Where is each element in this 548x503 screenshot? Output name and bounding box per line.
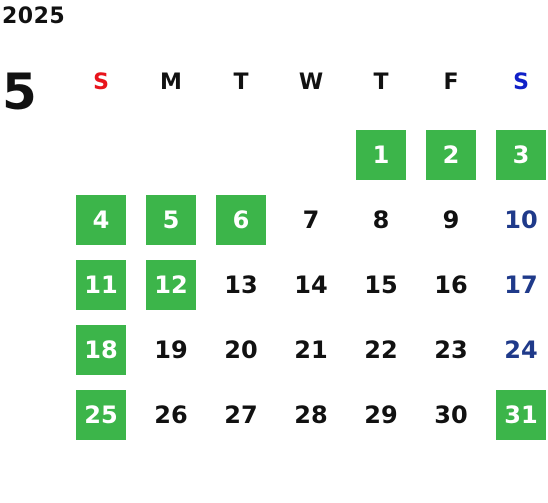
day-19[interactable]: 19 xyxy=(154,335,188,364)
day-cell: 20 xyxy=(206,317,276,382)
day-13[interactable]: 13 xyxy=(224,270,258,299)
day-23[interactable]: 23 xyxy=(434,335,468,364)
day-cell: 15 xyxy=(346,252,416,317)
day-cell: 3 xyxy=(486,122,548,187)
weekday-wednesday: W xyxy=(298,69,324,95)
day-10[interactable]: 10 xyxy=(504,205,538,234)
day-cell: 23 xyxy=(416,317,486,382)
weekday-sunday: S xyxy=(93,69,109,95)
day-11[interactable]: 11 xyxy=(76,259,126,310)
calendar-month: 5 xyxy=(2,63,37,121)
day-25[interactable]: 25 xyxy=(76,389,126,440)
day-31[interactable]: 31 xyxy=(496,389,546,440)
day-9[interactable]: 9 xyxy=(442,205,460,234)
empty-day-cell xyxy=(276,122,346,187)
day-cell: 16 xyxy=(416,252,486,317)
day-14[interactable]: 14 xyxy=(294,270,328,299)
weekday-header-row: S M T W T F S xyxy=(66,58,546,106)
day-cell: 13 xyxy=(206,252,276,317)
day-6[interactable]: 6 xyxy=(216,194,266,245)
day-22[interactable]: 22 xyxy=(364,335,398,364)
empty-day-cell xyxy=(206,122,276,187)
day-cell: 2 xyxy=(416,122,486,187)
day-3[interactable]: 3 xyxy=(496,129,546,180)
day-15[interactable]: 15 xyxy=(364,270,398,299)
empty-day-cell xyxy=(66,122,136,187)
day-cell: 31 xyxy=(486,382,548,447)
day-4[interactable]: 4 xyxy=(76,194,126,245)
day-cell: 21 xyxy=(276,317,346,382)
day-20[interactable]: 20 xyxy=(224,335,258,364)
day-27[interactable]: 27 xyxy=(224,400,258,429)
weekday-thursday: T xyxy=(373,69,389,95)
day-26[interactable]: 26 xyxy=(154,400,188,429)
day-21[interactable]: 21 xyxy=(294,335,328,364)
day-2[interactable]: 2 xyxy=(426,129,476,180)
weekday-saturday: S xyxy=(513,69,529,95)
day-cell: 19 xyxy=(136,317,206,382)
day-16[interactable]: 16 xyxy=(434,270,468,299)
day-cell: 9 xyxy=(416,187,486,252)
day-5[interactable]: 5 xyxy=(146,194,196,245)
day-29[interactable]: 29 xyxy=(364,400,398,429)
day-cell: 24 xyxy=(486,317,548,382)
day-cell: 8 xyxy=(346,187,416,252)
day-cell: 28 xyxy=(276,382,346,447)
day-1[interactable]: 1 xyxy=(356,129,406,180)
day-cell: 17 xyxy=(486,252,548,317)
day-7[interactable]: 7 xyxy=(302,205,320,234)
day-cell: 29 xyxy=(346,382,416,447)
day-cell: 4 xyxy=(66,187,136,252)
weekday-tuesday: T xyxy=(233,69,249,95)
day-cell: 7 xyxy=(276,187,346,252)
day-18[interactable]: 18 xyxy=(76,324,126,375)
weekday-monday: M xyxy=(160,69,182,95)
day-cell: 27 xyxy=(206,382,276,447)
day-cell: 30 xyxy=(416,382,486,447)
day-cell: 11 xyxy=(66,252,136,317)
day-cell: 1 xyxy=(346,122,416,187)
day-cell: 25 xyxy=(66,382,136,447)
day-cell: 22 xyxy=(346,317,416,382)
day-cell: 6 xyxy=(206,187,276,252)
day-cell: 14 xyxy=(276,252,346,317)
day-8[interactable]: 8 xyxy=(372,205,390,234)
weekday-friday: F xyxy=(443,69,459,95)
day-24[interactable]: 24 xyxy=(504,335,538,364)
day-cell: 18 xyxy=(66,317,136,382)
day-cell: 26 xyxy=(136,382,206,447)
empty-day-cell xyxy=(136,122,206,187)
day-17[interactable]: 17 xyxy=(504,270,538,299)
day-cell: 12 xyxy=(136,252,206,317)
day-cell: 10 xyxy=(486,187,548,252)
calendar-year: 2025 xyxy=(2,4,66,29)
day-cell: 5 xyxy=(136,187,206,252)
day-30[interactable]: 30 xyxy=(434,400,468,429)
day-28[interactable]: 28 xyxy=(294,400,328,429)
day-12[interactable]: 12 xyxy=(146,259,196,310)
